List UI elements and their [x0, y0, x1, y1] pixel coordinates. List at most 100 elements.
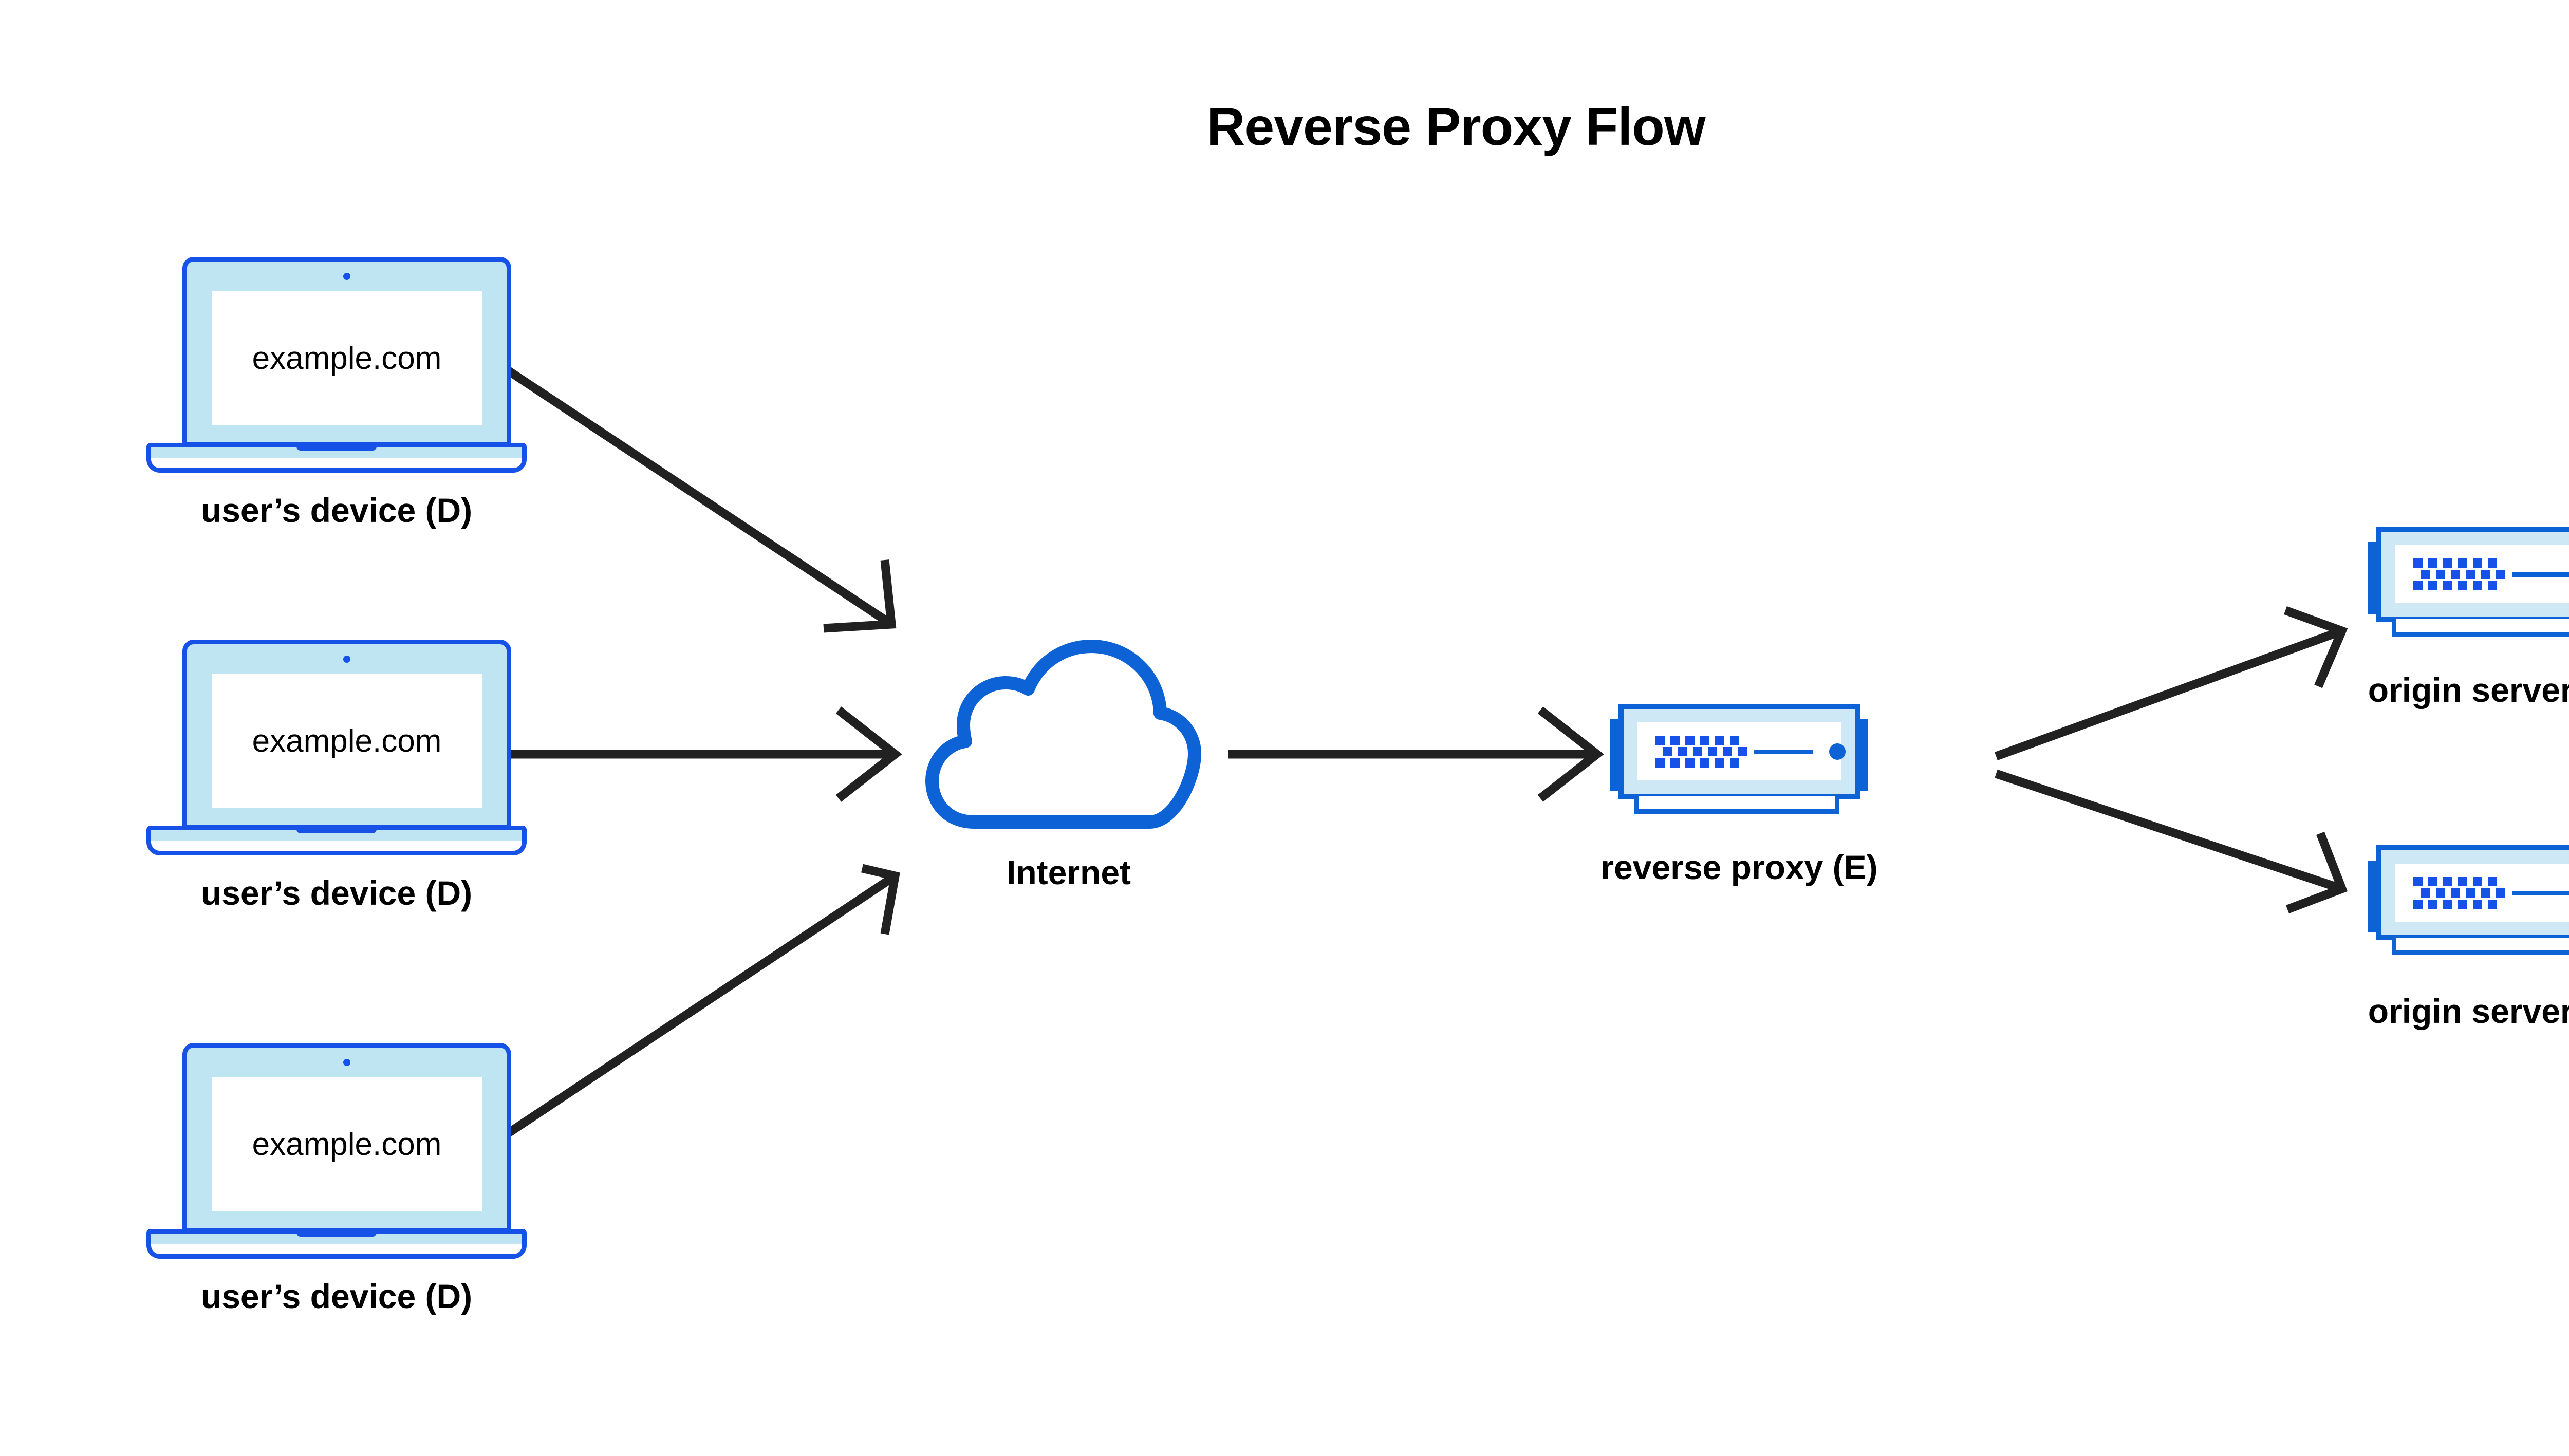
- laptop-notch: [296, 442, 377, 451]
- edge-proxy-to-origin2: [1995, 769, 2348, 913]
- server-panel: [2395, 545, 2569, 603]
- webcam-icon: [343, 656, 350, 663]
- client-device-2-label: user’s device (D): [200, 874, 473, 912]
- server-body: [1618, 704, 1860, 799]
- vent-dot: [2458, 581, 2467, 590]
- vent-dot: [1655, 735, 1665, 745]
- vent-dot: [2480, 888, 2490, 898]
- vent-dot: [2421, 569, 2430, 579]
- laptop-notch: [296, 825, 377, 833]
- page-title: Reverse Proxy Flow: [1206, 97, 1705, 157]
- vent-dot: [2413, 899, 2423, 909]
- client-device-3-label: user’s device (D): [200, 1277, 473, 1315]
- server-status-bar: [2512, 572, 2569, 577]
- server-panel: [2395, 864, 2569, 922]
- vent-dot: [1670, 735, 1680, 745]
- vent-dot: [2495, 569, 2505, 579]
- vent-dot: [2428, 558, 2437, 568]
- server-shelf: [2392, 938, 2569, 955]
- vent-dot: [2428, 581, 2437, 590]
- edge-proxy-to-origin1: [1995, 606, 2348, 760]
- vent-dot: [1663, 746, 1672, 756]
- vent-dot: [2413, 581, 2423, 590]
- server-shelf: [1634, 796, 1839, 814]
- origin-server-2-label: origin server (F): [2368, 992, 2569, 1030]
- server-status-bar: [1754, 749, 1813, 754]
- edge-internet-to-proxy: [1228, 706, 1604, 802]
- laptop-lid: example.com: [182, 257, 511, 447]
- vent-dot: [2443, 899, 2452, 909]
- vent-dot: [2473, 876, 2482, 886]
- laptop-screen: example.com: [212, 674, 482, 808]
- vent-dot: [2428, 876, 2437, 886]
- vent-dot: [1700, 758, 1709, 768]
- server-vent-dots: [2413, 876, 2505, 909]
- edge-client3-to-internet: [498, 864, 900, 1142]
- vent-dot: [2488, 899, 2497, 909]
- client-device-1[interactable]: example.com: [146, 257, 527, 483]
- vent-dot: [2450, 888, 2460, 898]
- client-device-1-label: user’s device (D): [200, 491, 473, 529]
- origin-server-1[interactable]: [2368, 521, 2569, 645]
- server-vent-dots: [1655, 735, 1747, 768]
- vent-dot: [1655, 758, 1665, 768]
- client-device-3[interactable]: example.com: [146, 1043, 527, 1269]
- origin-server-2[interactable]: [2368, 840, 2569, 963]
- vent-dot: [2428, 899, 2437, 909]
- vent-dot: [1678, 746, 1687, 756]
- vent-dot: [2458, 558, 2467, 568]
- screen-url-text: example.com: [252, 723, 442, 759]
- vent-dot: [1715, 735, 1724, 745]
- vent-dot: [1685, 735, 1695, 745]
- vent-dot: [2413, 876, 2423, 886]
- vent-dot: [2465, 569, 2475, 579]
- vent-dot: [2435, 888, 2445, 898]
- vent-dot: [2465, 888, 2475, 898]
- vent-dot: [2480, 569, 2490, 579]
- server-led-icon: [1829, 743, 1846, 760]
- edge-client1-to-internet: [498, 362, 897, 633]
- vent-dot: [1730, 758, 1739, 768]
- screen-url-text: example.com: [252, 340, 442, 376]
- screen-url-text: example.com: [252, 1126, 442, 1162]
- vent-dot: [2473, 558, 2482, 568]
- vent-dot: [2473, 581, 2482, 590]
- internet-label: Internet: [1006, 853, 1131, 891]
- server-vent-dots: [2413, 558, 2505, 590]
- vent-dot: [2450, 569, 2460, 579]
- vent-dot: [2458, 876, 2467, 886]
- vent-dot: [2443, 876, 2452, 886]
- vent-dot: [2421, 888, 2430, 898]
- vent-dot: [1722, 746, 1732, 756]
- vent-dot: [2495, 888, 2505, 898]
- server-body: [2376, 845, 2569, 940]
- server-panel: [1637, 722, 1846, 780]
- vent-dot: [2458, 899, 2467, 909]
- vent-dot: [2435, 569, 2445, 579]
- server-body: [2376, 527, 2569, 622]
- vent-dot: [1692, 746, 1702, 756]
- webcam-icon: [343, 1059, 350, 1066]
- internet-cloud[interactable]: [925, 640, 1213, 840]
- laptop-screen: example.com: [212, 291, 482, 425]
- webcam-icon: [343, 273, 350, 280]
- edge-client2-to-internet: [501, 706, 902, 802]
- vent-dot: [2488, 558, 2497, 568]
- origin-server-1-label: origin server (F): [2368, 671, 2569, 709]
- client-device-2[interactable]: example.com: [146, 640, 527, 866]
- vent-dot: [2413, 558, 2423, 568]
- server-shelf: [2392, 619, 2569, 637]
- reverse-proxy-server[interactable]: [1610, 699, 1868, 822]
- vent-dot: [1737, 746, 1747, 756]
- vent-dot: [2488, 876, 2497, 886]
- vent-dot: [1707, 746, 1717, 756]
- vent-dot: [2488, 581, 2497, 590]
- vent-dot: [2473, 899, 2482, 909]
- vent-dot: [1730, 735, 1739, 745]
- vent-dot: [2443, 581, 2452, 590]
- laptop-lid: example.com: [182, 1043, 511, 1233]
- laptop-notch: [296, 1228, 377, 1237]
- reverse-proxy-label: reverse proxy (E): [1600, 848, 1878, 886]
- vent-dot: [2443, 558, 2452, 568]
- vent-dot: [1700, 735, 1709, 745]
